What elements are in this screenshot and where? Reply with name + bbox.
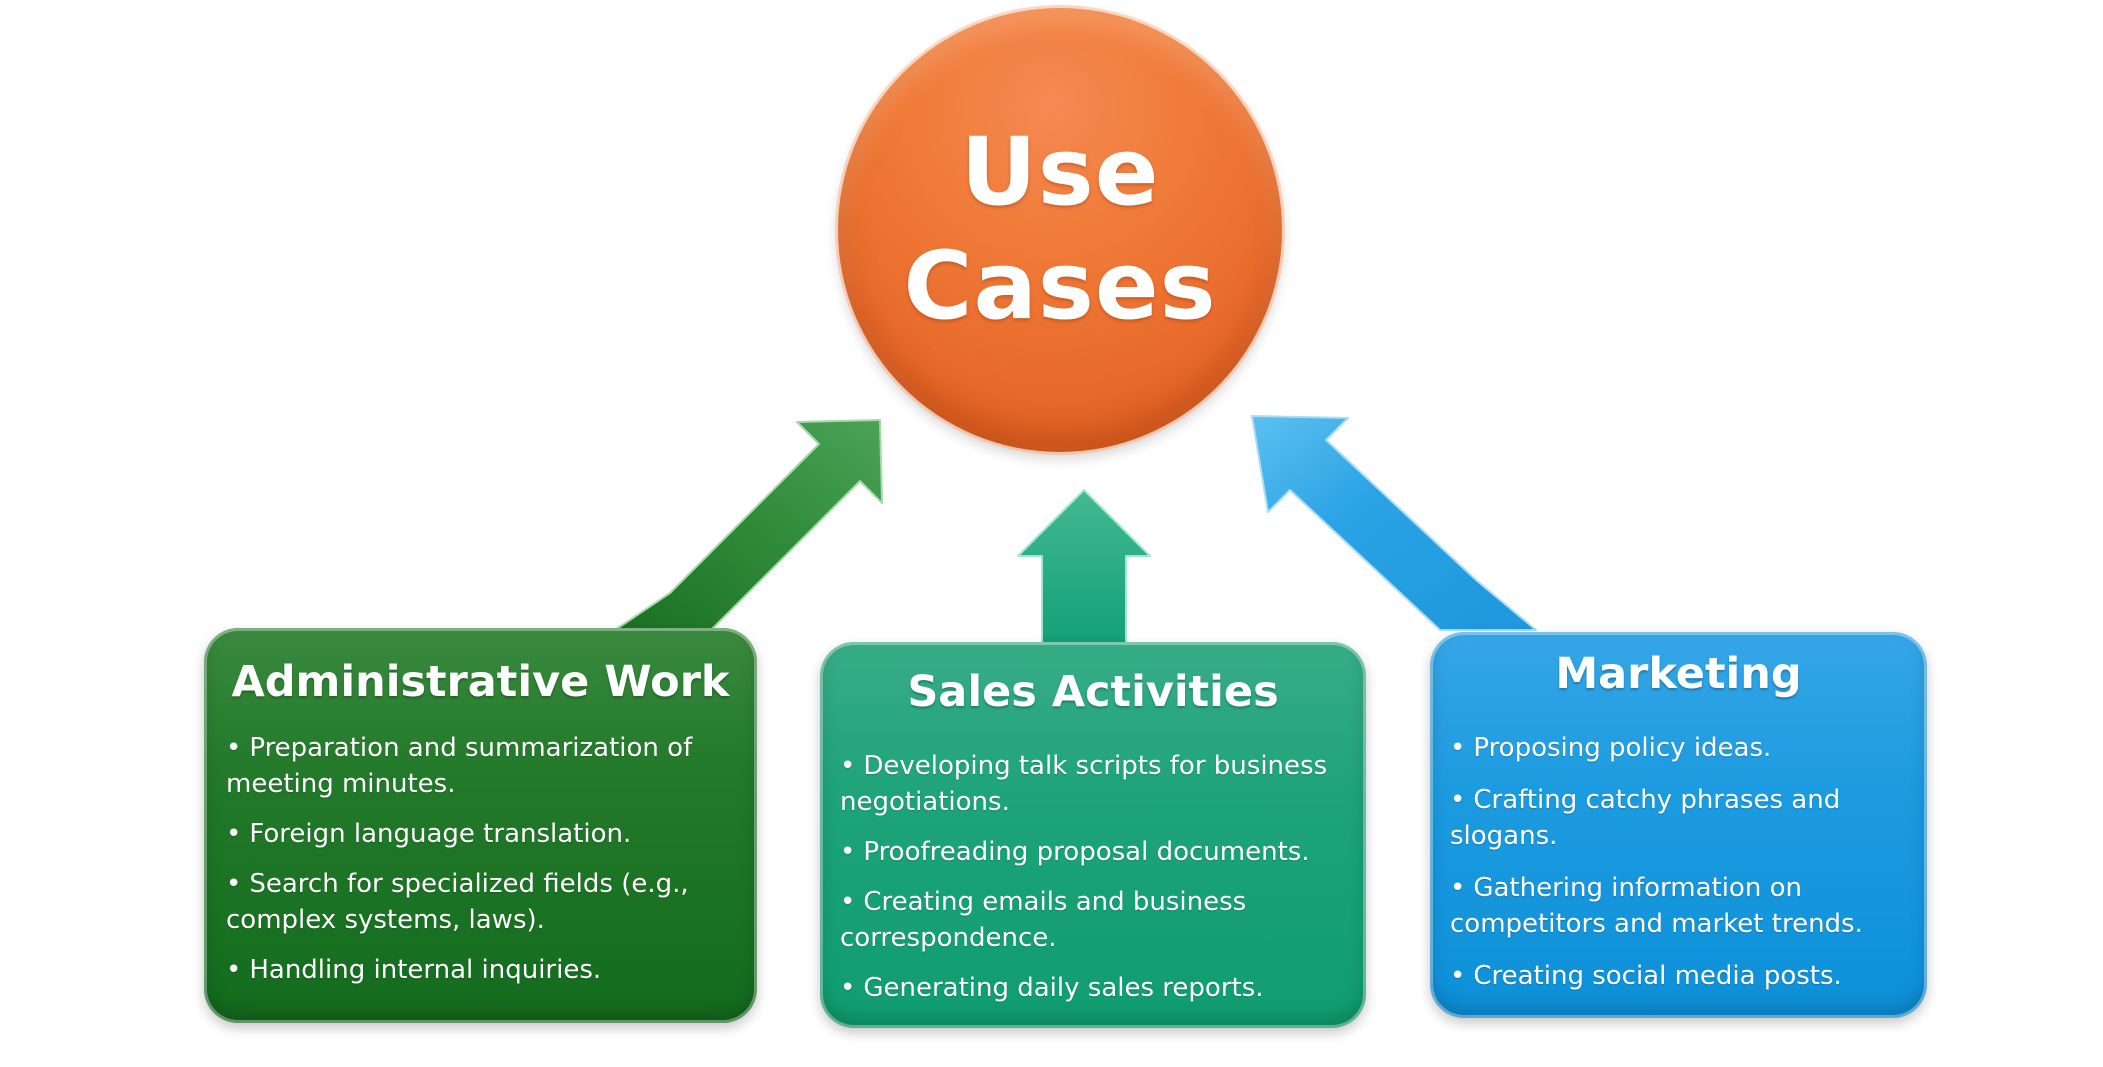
sales-arrow-icon xyxy=(1017,489,1151,645)
sales-activities-box: Sales Activities •Developing talk script… xyxy=(820,642,1366,1028)
hub-title-line-2: Cases xyxy=(903,232,1217,341)
list-item: •Crafting catchy phrases and slogans. xyxy=(1450,782,1907,854)
bullet-icon: • xyxy=(226,733,242,763)
marketing-list: •Proposing policy ideas. •Crafting catch… xyxy=(1450,730,1907,994)
bullet-icon: • xyxy=(840,751,856,781)
sales-activities-list: •Developing talk scripts for business ne… xyxy=(840,748,1346,1006)
list-item: •Developing talk scripts for business ne… xyxy=(840,748,1346,820)
sales-activities-title: Sales Activities xyxy=(907,667,1279,717)
bullet-icon: • xyxy=(226,819,242,849)
bullet-icon: • xyxy=(1450,733,1466,763)
bullet-icon: • xyxy=(226,955,242,985)
bullet-icon: • xyxy=(1450,873,1466,903)
list-item: •Generating daily sales reports. xyxy=(840,970,1346,1006)
list-item: •Preparation and summarization of meetin… xyxy=(226,730,735,802)
hub-title-line-1: Use xyxy=(960,118,1160,227)
marketing-arrow-icon xyxy=(1251,415,1537,631)
bullet-icon: • xyxy=(840,887,856,917)
list-item: •Search for specialized fields (e.g., co… xyxy=(226,866,735,938)
marketing-box: Marketing •Proposing policy ideas. •Craf… xyxy=(1430,632,1927,1018)
list-item: •Creating social media posts. xyxy=(1450,958,1907,994)
bullet-icon: • xyxy=(840,837,856,867)
list-item: •Proofreading proposal documents. xyxy=(840,834,1346,870)
use-cases-hub: Use Cases xyxy=(838,8,1282,452)
administrative-work-list: •Preparation and summarization of meetin… xyxy=(226,730,735,988)
list-item: •Gathering information on competitors an… xyxy=(1450,870,1907,942)
bullet-icon: • xyxy=(1450,785,1466,815)
administrative-work-title: Administrative Work xyxy=(231,657,730,707)
list-item: •Foreign language translation. xyxy=(226,816,735,852)
bullet-icon: • xyxy=(840,973,856,1003)
bullet-icon: • xyxy=(1450,961,1466,991)
marketing-title: Marketing xyxy=(1555,649,1802,699)
administrative-work-box: Administrative Work •Preparation and sum… xyxy=(204,628,757,1023)
admin-arrow-icon xyxy=(614,419,883,631)
bullet-icon: • xyxy=(226,869,242,899)
list-item: •Handling internal inquiries. xyxy=(226,952,735,988)
list-item: •Creating emails and business correspond… xyxy=(840,884,1346,956)
list-item: •Proposing policy ideas. xyxy=(1450,730,1907,766)
